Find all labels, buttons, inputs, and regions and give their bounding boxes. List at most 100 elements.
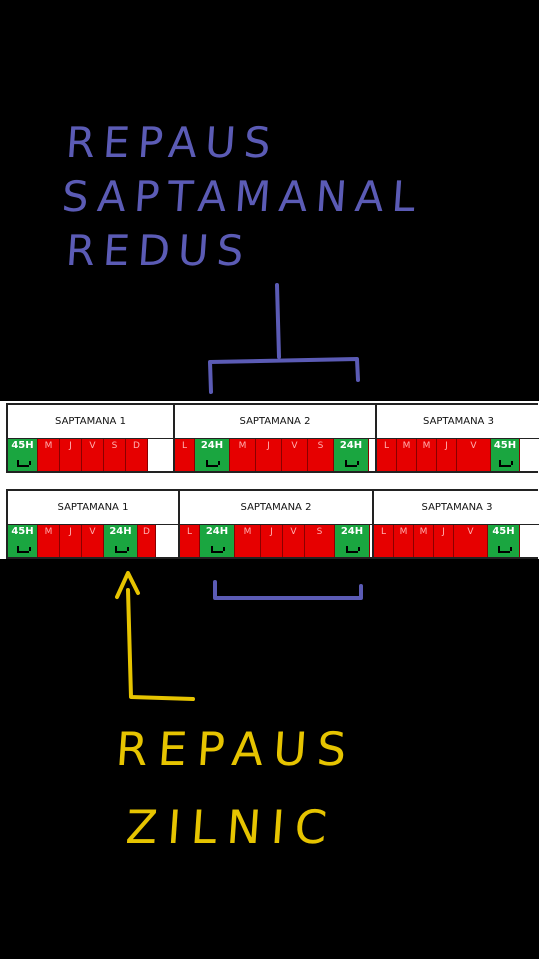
day-strip: L 24H M J V S 24H [175, 439, 375, 471]
work-day-cell: D [126, 439, 148, 471]
rest-day-cell: 24H [104, 525, 138, 557]
day-label: 24H [109, 526, 132, 537]
day-strip: L 24H M J V S 24H [180, 525, 372, 557]
work-day-cell: J [60, 439, 82, 471]
work-day-cell: M [397, 439, 417, 471]
work-day-cell: J [261, 525, 283, 557]
work-day-cell: L [374, 525, 394, 557]
work-day-cell: L [377, 439, 397, 471]
schedule-row-1: SAPTAMANA 1 45H M J V S D SAPTAMANA 2 L 24H M J V S 24… [6, 403, 539, 473]
daily-rest-arrow [115, 571, 195, 701]
day-label: M [243, 527, 252, 537]
day-label: J [442, 527, 445, 537]
bed-icon [346, 546, 360, 553]
work-day-cell: V [82, 525, 104, 557]
work-day-cell: V [283, 525, 305, 557]
day-label: M [44, 527, 53, 537]
work-day-cell: L [175, 439, 195, 471]
day-label: L [181, 441, 187, 451]
work-day-cell: M [414, 525, 434, 557]
week-label: SAPTAMANA 1 [8, 405, 173, 439]
work-day-cell: S [104, 439, 126, 471]
day-label: J [69, 527, 72, 537]
rest-day-cell: 24H [200, 525, 235, 557]
day-label: M [238, 441, 247, 451]
week-2: SAPTAMANA 2 L 24H M J V S 24H [173, 405, 375, 471]
day-label: M [44, 441, 53, 451]
day-label: V [89, 441, 96, 451]
rest-day-cell: 24H [195, 439, 230, 471]
rest-day-cell: 45H [491, 439, 520, 471]
work-day-cell: V [82, 439, 104, 471]
day-label: 24H [339, 440, 363, 451]
day-label: M [422, 441, 431, 451]
day-label: V [290, 527, 297, 537]
day-strip: L M M J V 45H [374, 525, 539, 557]
work-day-cell: M [394, 525, 414, 557]
bed-icon [114, 546, 129, 553]
rest-day-cell: 24H [334, 439, 369, 471]
bed-icon [345, 460, 359, 467]
work-day-cell: L [180, 525, 200, 557]
day-label: V [467, 527, 474, 537]
bed-icon [206, 460, 220, 467]
day-label: S [317, 441, 324, 451]
day-label: 45H [492, 526, 515, 537]
work-day-cell: J [256, 439, 282, 471]
week-label: SAPTAMANA 2 [180, 491, 372, 525]
day-label: 45H [11, 526, 34, 537]
work-day-cell: J [437, 439, 457, 471]
day-strip: 45H M J V 24H D [8, 525, 178, 557]
day-label: M [419, 527, 428, 537]
work-day-cell: M [417, 439, 437, 471]
day-label: D [133, 441, 140, 451]
work-day-cell: J [434, 525, 454, 557]
work-day-cell: M [38, 525, 60, 557]
day-label: J [69, 441, 72, 451]
day-label: L [186, 527, 192, 537]
day-label: V [470, 441, 477, 451]
work-day-cell: V [454, 525, 488, 557]
day-label: V [291, 441, 298, 451]
work-day-cell: M [38, 439, 60, 471]
day-label: J [445, 441, 448, 451]
day-label: L [383, 441, 389, 451]
bed-icon [211, 546, 225, 553]
week-2: SAPTAMANA 2 L 24H M J V S 24H [178, 491, 372, 557]
week-3: SAPTAMANA 3 L M M J V 45H [372, 491, 539, 557]
day-label: 45H [493, 440, 517, 451]
schedule-panel: SAPTAMANA 1 45H M J V S D SAPTAMANA 2 L 24H M J V S 24… [0, 401, 539, 559]
work-day-cell: D [138, 525, 156, 557]
weekly-rest-bracket [208, 283, 360, 394]
work-day-cell: S [305, 525, 335, 557]
rest-day-cell: 24H [335, 525, 370, 557]
day-label: M [402, 441, 411, 451]
bed-icon [497, 546, 512, 553]
day-label: 24H [205, 526, 229, 537]
bed-icon [16, 460, 31, 467]
bed-icon [16, 546, 31, 553]
work-day-cell: M [230, 439, 256, 471]
day-strip: L M M J V 45H [377, 439, 539, 471]
day-label: J [267, 441, 270, 451]
day-label: S [316, 527, 323, 537]
day-label: L [380, 527, 386, 537]
day-label: S [111, 441, 118, 451]
week-label: SAPTAMANA 3 [374, 491, 539, 525]
work-day-cell: V [282, 439, 308, 471]
week-label: SAPTAMANA 2 [175, 405, 375, 439]
day-label: 24H [200, 440, 224, 451]
work-day-cell: M [235, 525, 261, 557]
day-label: M [399, 527, 408, 537]
weekly-rest-under-bracket [213, 580, 363, 600]
day-label: D [143, 527, 150, 537]
day-label: V [89, 527, 96, 537]
day-label: J [270, 527, 273, 537]
work-day-cell: J [60, 525, 82, 557]
